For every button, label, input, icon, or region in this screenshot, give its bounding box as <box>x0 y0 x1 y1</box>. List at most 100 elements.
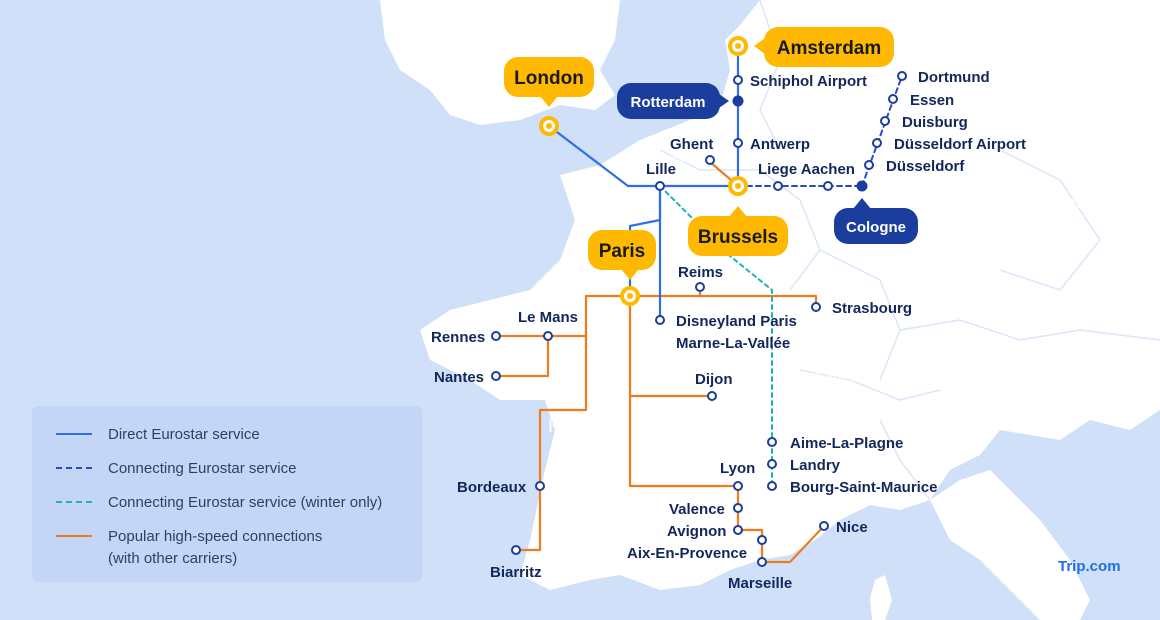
node-dijon[interactable] <box>707 391 717 401</box>
callout-london[interactable]: London <box>504 57 594 107</box>
legend-swatch-popular <box>56 535 92 537</box>
label-antwerp: Antwerp <box>750 136 810 153</box>
node-aix[interactable] <box>757 535 767 545</box>
label-valence: Valence <box>669 501 725 518</box>
node-essen[interactable] <box>888 94 898 104</box>
node-bordeaux[interactable] <box>535 481 545 491</box>
label-strasbourg: Strasbourg <box>832 300 912 317</box>
node-landry[interactable] <box>767 459 777 469</box>
legend: Direct Eurostar service Connecting Euros… <box>32 406 422 582</box>
label-lille: Lille <box>646 161 676 178</box>
callout-rotterdam[interactable]: Rotterdam <box>617 83 729 119</box>
label-dijon: Dijon <box>695 371 733 388</box>
country-label-germany: Germany <box>882 239 961 260</box>
callout-amsterdam[interactable]: Amsterdam <box>754 27 894 67</box>
legend-swatch-direct <box>56 433 92 435</box>
node-dusseldorf[interactable] <box>864 160 874 170</box>
node-bourg[interactable] <box>767 481 777 491</box>
label-liege-aachen: Liege Aachen <box>758 161 855 178</box>
label-lyon: Lyon <box>720 460 755 477</box>
node-rotterdam[interactable] <box>732 95 744 107</box>
route-nantes <box>494 334 550 378</box>
label-ghent: Ghent <box>670 136 713 153</box>
callout-brussels[interactable]: Brussels <box>688 206 788 256</box>
label-reims: Reims <box>678 264 723 281</box>
callout-amsterdam-label: Amsterdam <box>777 38 882 59</box>
callout-paris-label: Paris <box>599 241 645 262</box>
legend-swatch-winter <box>56 501 92 503</box>
node-ghent[interactable] <box>705 155 715 165</box>
node-avignon[interactable] <box>733 525 743 535</box>
node-schiphol[interactable] <box>733 75 743 85</box>
hub-markers <box>539 36 748 306</box>
legend-row-winter: Connecting Eurostar service (winter only… <box>56 492 382 514</box>
node-strasbourg[interactable] <box>811 302 821 312</box>
hub-marker-amsterdam[interactable] <box>728 36 748 56</box>
label-landry: Landry <box>790 457 841 474</box>
hub-marker-brussels[interactable] <box>728 176 748 196</box>
node-lille[interactable] <box>655 181 665 191</box>
station-nodes <box>491 71 907 567</box>
label-schiphol: Schiphol Airport <box>750 73 867 90</box>
node-marseille[interactable] <box>757 557 767 567</box>
callout-cologne-label: Cologne <box>846 219 906 236</box>
legend-label-connecting: Connecting Eurostar service <box>108 460 297 477</box>
border-at <box>899 319 1160 341</box>
node-dortmund[interactable] <box>897 71 907 81</box>
callout-paris[interactable]: Paris <box>588 230 656 280</box>
node-valence[interactable] <box>733 503 743 513</box>
popular-routes <box>494 124 826 564</box>
node-disneyland[interactable] <box>655 315 665 325</box>
label-avignon: Avignon <box>667 523 726 540</box>
node-lyon[interactable] <box>733 481 743 491</box>
callout-cologne[interactable]: Cologne <box>834 198 918 244</box>
node-le-mans[interactable] <box>543 331 553 341</box>
node-biarritz[interactable] <box>511 545 521 555</box>
label-disneyland: Disneyland Paris <box>676 313 797 330</box>
label-biarritz: Biarritz <box>490 564 542 581</box>
country-label-austria: Austria <box>1026 350 1067 365</box>
label-duisburg: Duisburg <box>902 114 968 131</box>
label-nantes: Nantes <box>434 369 484 386</box>
country-label-czech: Czech Republic <box>1026 196 1118 211</box>
node-cologne[interactable] <box>856 180 868 192</box>
hub-marker-paris[interactable] <box>620 286 640 306</box>
label-bourg: Bourg-Saint-Maurice <box>790 479 938 496</box>
node-antwerp[interactable] <box>733 138 743 148</box>
node-nice[interactable] <box>819 521 829 531</box>
node-duisburg[interactable] <box>880 116 890 126</box>
border-it <box>879 419 931 501</box>
route-bordeaux <box>514 294 588 552</box>
node-reims[interactable] <box>695 282 705 292</box>
label-marne: Marne-La-Vallée <box>676 335 790 352</box>
label-dortmund: Dortmund <box>918 69 990 86</box>
border-ch <box>799 369 941 401</box>
legend-label-winter: Connecting Eurostar service (winter only… <box>108 494 383 511</box>
label-dusseldorf: Düsseldorf <box>886 158 965 175</box>
node-aime[interactable] <box>767 437 777 447</box>
node-nantes[interactable] <box>491 371 501 381</box>
hub-marker-london[interactable] <box>539 116 559 136</box>
node-liege[interactable] <box>773 181 783 191</box>
node-dusseldorf-airport[interactable] <box>872 138 882 148</box>
label-aime: Aime-La-Plagne <box>790 435 903 452</box>
legend-row-connecting: Connecting Eurostar service <box>56 458 296 480</box>
country-label-france: France <box>548 416 607 437</box>
route-south <box>628 294 826 564</box>
brand-name: Trip <box>1058 558 1086 575</box>
brand-logo: Trip.com <box>1058 558 1121 575</box>
border-cz <box>999 149 1101 291</box>
country-label-switzerland: Switzerland <box>812 370 879 385</box>
label-nice: Nice <box>836 519 868 536</box>
node-aachen[interactable] <box>823 181 833 191</box>
legend-label-direct: Direct Eurostar service <box>108 426 260 443</box>
brand-suffix: .com <box>1085 558 1121 575</box>
station-labels: Schiphol Airport Antwerp Ghent Lille Lie… <box>431 69 1026 592</box>
legend-swatch-connecting <box>56 467 92 469</box>
blue-callouts: Rotterdam Cologne <box>617 83 918 244</box>
label-essen: Essen <box>910 92 954 109</box>
node-rennes[interactable] <box>491 331 501 341</box>
callout-rotterdam-label: Rotterdam <box>630 94 705 111</box>
label-aix: Aix-En-Provence <box>627 545 747 562</box>
border-de-fr <box>819 249 901 381</box>
